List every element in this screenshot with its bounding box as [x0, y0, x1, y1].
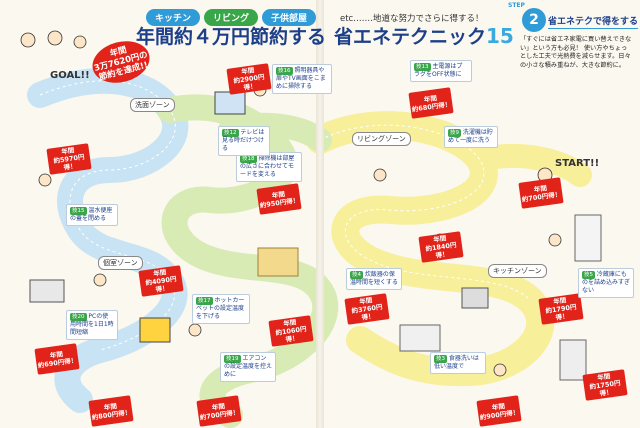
tip-card: 技16 照明器具や扉やTV画面をこまめに掃除する	[272, 64, 332, 94]
tip-text: テレビは見る時だけつける	[222, 129, 265, 152]
tip-card: 技19 エアコンの設定温度を控えめに	[220, 352, 276, 382]
step-number: 2	[522, 8, 546, 32]
page-title-left: 年間約４万円節約する	[136, 26, 327, 48]
tip-card: 技13 主電源はプラグをOFF状態に	[410, 60, 472, 82]
title-right-number: 15	[486, 24, 514, 48]
etc-caption: etc.……地道な努力でさらに得する！	[340, 14, 484, 24]
tip-card: 技5 冷蔵庫にものを詰め込みすぎない	[578, 268, 634, 298]
tip-card: 技3 食器洗いは低い温度で	[430, 352, 486, 374]
goal-marker: GOAL!!	[50, 70, 90, 81]
tip-number: 技5	[582, 271, 595, 279]
tip-text: 温水便座の蓋を閉める	[70, 207, 113, 222]
tip-text: 洗濯機は貯めて一度に洗う	[448, 129, 493, 144]
zone-label-private-room: 個室ゾーン	[98, 256, 143, 270]
category-tabs: キッチン リビング 子供部屋	[146, 9, 317, 26]
tip-number: 技3	[434, 355, 447, 363]
tip-text: 炊飯器の保温時間を短くする	[350, 271, 399, 286]
tip-number: 技9	[448, 129, 461, 137]
page-title-right: 省エネテクニック15	[334, 22, 514, 49]
zone-label-washroom: 洗面ゾーン	[130, 98, 175, 112]
start-marker: START!!	[555, 158, 600, 169]
tip-card: 技15 温水便座の蓋を閉める	[66, 204, 118, 226]
tip-text: ホットカーペットの設定温度を下げる	[196, 297, 245, 320]
tip-number: 技16	[276, 67, 293, 75]
tip-text: PCの使用時間を1日1時間短縮	[70, 313, 114, 336]
tip-text: 冷蔵庫にものを詰め込みすぎない	[582, 271, 631, 294]
title-right-text: 省エネテクニック	[334, 26, 487, 48]
tip-card: 技17 ホットカーペットの設定温度を下げる	[192, 294, 250, 324]
step-heading: 省エネテクで得をする	[548, 14, 639, 29]
tip-number: 技4	[350, 271, 363, 279]
tip-number: 技13	[414, 63, 431, 71]
tip-text: 食器洗いは低い温度で	[434, 355, 479, 370]
tip-number: 技20	[70, 313, 87, 321]
page-gutter	[316, 0, 324, 428]
tab-living: リビング	[204, 9, 259, 26]
tip-number: 技12	[222, 129, 239, 137]
tip-number: 技15	[70, 207, 87, 215]
tip-card: 技4 炊飯器の保温時間を短くする	[346, 268, 402, 290]
tab-kitchen: キッチン	[146, 9, 201, 26]
tab-kids-room: 子供部屋	[262, 9, 317, 26]
step-label: STEP	[508, 2, 525, 9]
tip-text: 掃除機は部屋の広さに合わせてモードを変える	[240, 155, 295, 178]
tip-card: 技9 洗濯機は貯めて一度に洗う	[444, 126, 498, 148]
tip-number: 技17	[196, 297, 213, 305]
tip-card: 技12 テレビは見る時だけつける	[218, 126, 270, 156]
tip-text: 照明器具や扉やTV画面をこまめに掃除する	[276, 67, 326, 90]
tip-card: 技18 掃除機は部屋の広さに合わせてモードを変える	[236, 152, 302, 182]
zone-label-kitchen: キッチンゾーン	[488, 264, 547, 278]
tip-text: 主電源はプラグをOFF状態に	[414, 63, 463, 78]
tip-number: 技18	[240, 155, 257, 163]
tip-number: 技19	[224, 355, 241, 363]
intro-text: 「すぐには省エネ家電に買い替えできない」という方も必見！ 使い方やちょっとした工…	[520, 36, 632, 69]
zone-label-living: リビングゾーン	[352, 132, 411, 146]
tip-text: エアコンの設定温度を控えめに	[224, 355, 273, 378]
tip-card: 技20 PCの使用時間を1日1時間短縮	[66, 310, 118, 340]
